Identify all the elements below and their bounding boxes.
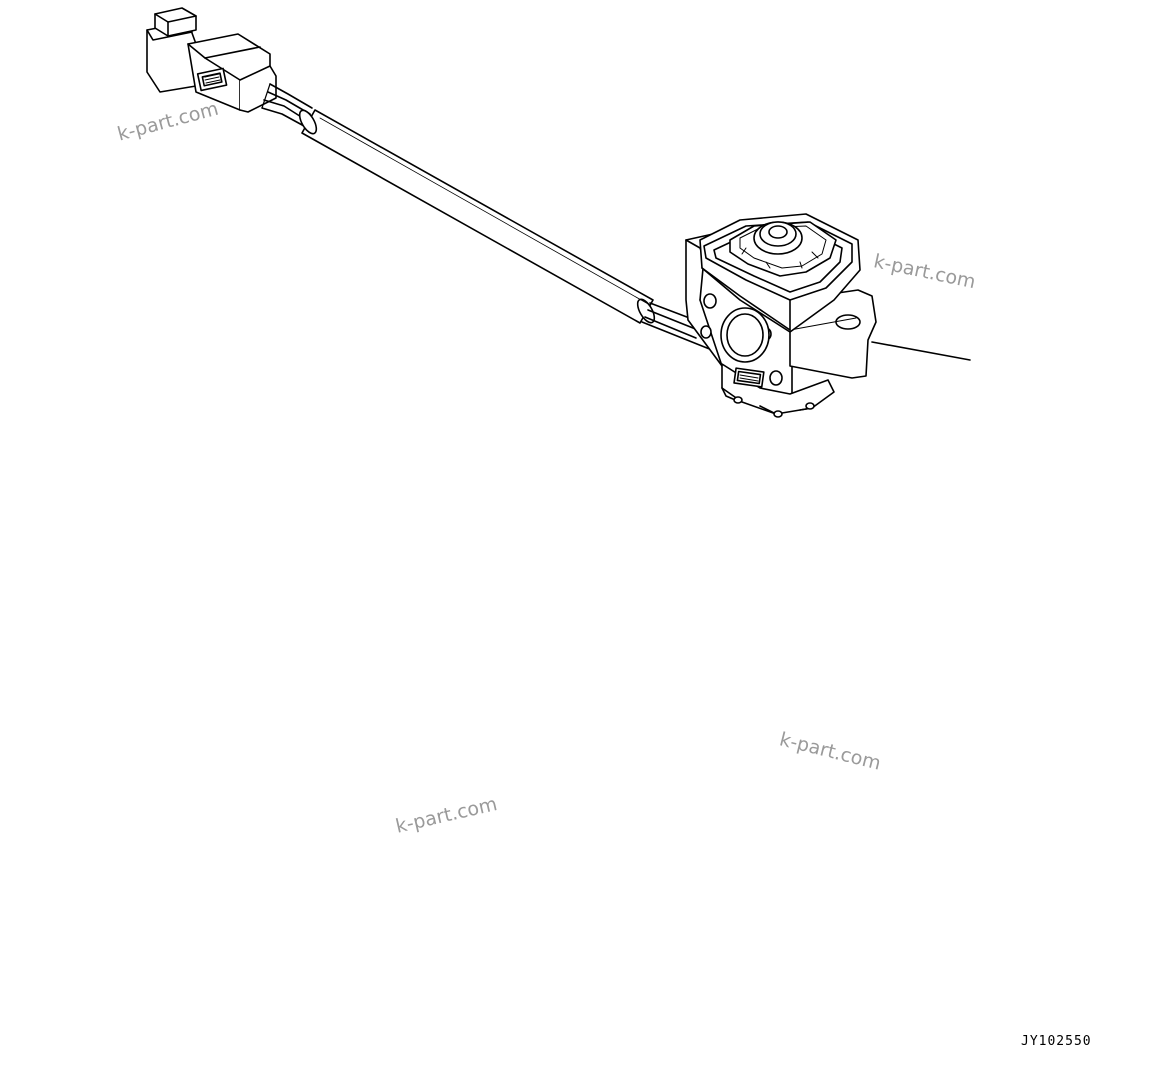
speed-sensor: [685, 213, 877, 418]
leader-line: [871, 341, 971, 361]
connector: [146, 7, 277, 113]
cable-sheath: [298, 109, 656, 324]
drawing-id-label: JY102550: [1021, 1034, 1092, 1049]
harness-wires: [261, 83, 313, 127]
